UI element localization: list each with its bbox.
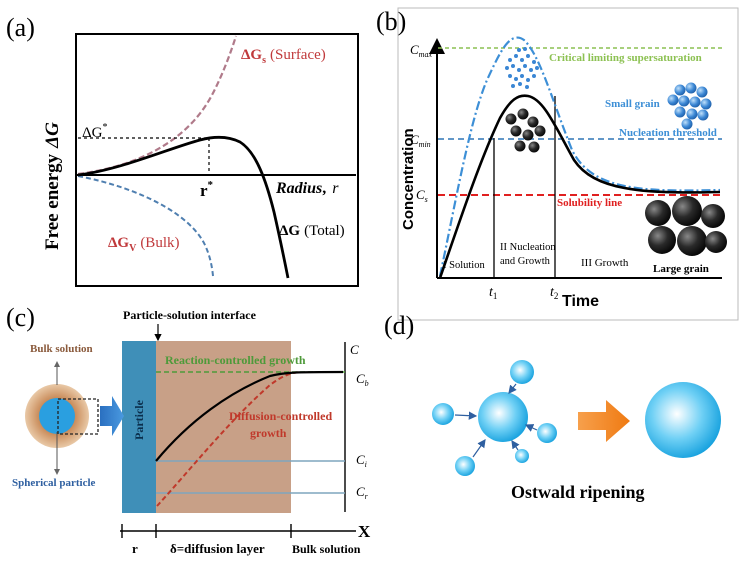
reaction-controlled-label: Reaction-controlled growth: [165, 353, 306, 367]
solubility-line-label: Solubility line: [557, 197, 622, 209]
concentration-profile: [155, 370, 344, 462]
r-region-label: r: [132, 541, 138, 556]
t2-label: t2: [550, 285, 558, 301]
concentration-axis-label: Concentration: [400, 128, 417, 230]
panel-d-letter: (d): [384, 311, 414, 340]
concentration-curve: [438, 94, 721, 279]
bulk-solution-label: Bulk solution: [30, 343, 93, 355]
panel-b-border: [397, 7, 739, 321]
bulk-region-label: Bulk solution: [292, 542, 361, 556]
panel-a: (a) Free energyΔG ΔGs(Surface) ΔG* r* Ra…: [6, 13, 359, 287]
growing-grains: [505, 108, 546, 153]
interface-label: Particle-solution interface: [123, 308, 257, 322]
x-axis-label: X: [358, 522, 371, 541]
satellite-sphere-bottom-left: [455, 456, 475, 476]
panel-b-letter: (b): [376, 7, 406, 36]
large-grain-cluster: [645, 196, 727, 256]
ostwald-ripening-caption: Ostwald ripening: [511, 482, 645, 502]
ripening-direction-arrow: [578, 400, 630, 442]
surface-energy-curve: [77, 35, 238, 176]
c-axis-label: C: [350, 342, 359, 357]
panel-a-ylabel: Free energyΔG: [42, 122, 63, 250]
spherical-particle-core: [39, 398, 75, 434]
small-grain-label: Small grain: [605, 98, 660, 110]
ripened-sphere: [645, 382, 721, 458]
bulk-energy-label: ΔGV(Bulk): [108, 235, 179, 254]
critical-supersaturation-label: Critical limiting supersaturation: [549, 52, 702, 64]
nucleation-threshold-label: Nucleation threshold: [619, 127, 717, 139]
critical-radius-label: r*: [200, 179, 214, 200]
total-energy-label: ΔG(Total): [279, 223, 345, 239]
panel-a-letter: (a): [6, 13, 35, 42]
radius-axis-label: Radius,r: [275, 180, 339, 197]
zoom-box: [57, 398, 99, 435]
ripening-arrows: [454, 383, 538, 458]
t1-label: t1: [489, 285, 497, 301]
cs-label: Cs: [416, 187, 428, 204]
spherical-particle-label: Spherical particle: [12, 477, 96, 489]
cb-label: Cb: [356, 371, 369, 388]
diffusion-controlled-label-line1: Diffusion-controlled: [229, 409, 332, 423]
bulk-energy-curve: [77, 175, 214, 277]
stage-2-label-line1: II Nucleation: [500, 242, 556, 253]
stage-2-label-line2: and Growth: [500, 256, 551, 267]
panel-b: (b) Concentration Time Cmax Cmin Cs: [376, 7, 739, 321]
total-energy-curve: [77, 135, 290, 279]
satellite-sphere-top: [510, 360, 534, 384]
supersaturation-curve: [438, 36, 721, 277]
surface-energy-label: ΔGs(Surface): [241, 47, 326, 66]
time-axis-label: Time: [562, 293, 599, 310]
stage-1-label: I Solution: [443, 260, 485, 271]
nuclei-dots: [505, 47, 539, 89]
panel-c: (c) Particle Particle-solution interface…: [6, 303, 371, 556]
diffusion-controlled-label-line2: growth: [250, 426, 287, 440]
large-grain-label: Large grain: [653, 263, 709, 275]
panel-c-letter: (c): [6, 303, 35, 332]
critical-energy-label: ΔG*: [82, 122, 107, 141]
stage-3-label: III Growth: [581, 257, 629, 269]
panel-d: (d) Ostwald ripening: [384, 311, 721, 502]
diffusion-layer-label: δ=diffusion layer: [170, 541, 265, 556]
satellite-sphere-left: [432, 403, 454, 425]
panel-a-frame: [75, 33, 359, 287]
diffusion-controlled-curve: [156, 371, 301, 507]
cmax-label: Cmax: [410, 42, 432, 59]
diffusion-layer-band: [156, 341, 291, 513]
particle-label: Particle: [132, 399, 146, 440]
small-grain-cluster: [667, 82, 712, 130]
ci-label: Ci: [356, 452, 367, 469]
particle-bar: [122, 341, 156, 513]
central-sphere: [478, 392, 528, 442]
satellite-sphere-bottom: [515, 449, 529, 463]
satellite-sphere-right: [537, 423, 557, 443]
zoom-arrow: [100, 396, 124, 436]
cmin-label: Cmin: [410, 132, 431, 149]
cr-label: Cr: [356, 484, 369, 501]
